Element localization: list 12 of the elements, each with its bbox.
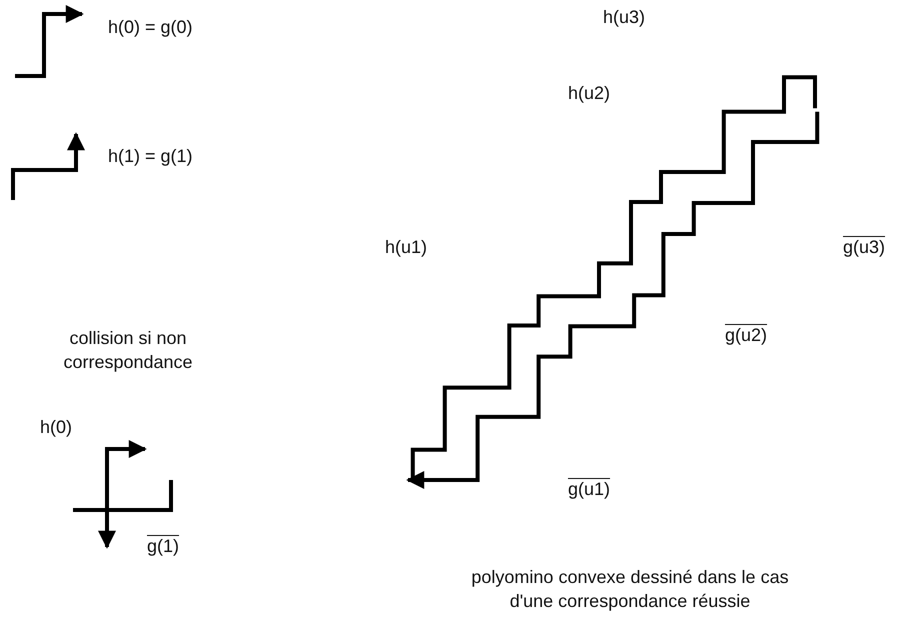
function-label: h(u3) <box>603 6 646 28</box>
function-label: h(u1) <box>385 236 428 258</box>
function-label: h(0) <box>40 416 72 438</box>
note-text: collision si non correspondance <box>62 327 194 374</box>
function-label: g(1) <box>147 535 180 557</box>
function-label: g(u2) <box>725 324 768 346</box>
caption: polyomino convexe dessiné dans le cas d'une correspondance réussie <box>470 566 790 613</box>
function-label: h(u2) <box>568 82 610 104</box>
function-label: g(u1) <box>568 478 610 500</box>
function-label: h(0) = g(0) <box>108 16 193 38</box>
function-label: g(u3) <box>843 236 886 258</box>
function-label: h(1) = g(1) <box>108 145 193 167</box>
